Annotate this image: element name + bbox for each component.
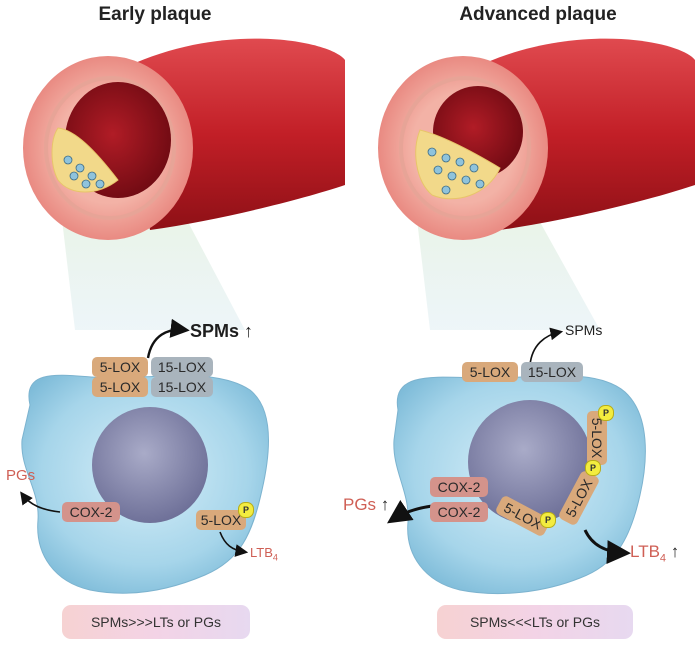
- left-cox2: COX-2: [62, 502, 120, 522]
- left-lox5-phos: 5-LOX: [196, 510, 246, 530]
- left-phosphate-badge: P: [238, 502, 254, 518]
- left-spms-text: SPMs: [190, 321, 240, 341]
- right-summary: SPMs<<<LTs or PGs: [437, 605, 633, 639]
- right-pgs-text: PGs: [343, 495, 377, 514]
- left-lox15-b: 15-LOX: [151, 377, 213, 397]
- left-plaque-cells: [63, 155, 105, 189]
- left-spms-label: SPMs ↑: [190, 322, 253, 340]
- left-ltb-arrow: [219, 531, 249, 557]
- right-artery: [378, 38, 695, 330]
- left-lox5-a: 5-LOX: [92, 357, 148, 377]
- left-summary: SPMs>>>LTs or PGs: [62, 605, 250, 639]
- right-cox2-a: COX-2: [430, 477, 488, 497]
- right-lox15: 15-LOX: [521, 362, 583, 382]
- left-pgs-arrow: [20, 491, 61, 513]
- right-phosphate-badge-2: P: [585, 460, 601, 476]
- right-ltb4-label: LTB4 ↑: [630, 543, 679, 564]
- left-ltb4-sub: 4: [272, 552, 278, 563]
- left-cell: [21, 374, 270, 594]
- right-phosphate-badge-3: P: [598, 405, 614, 421]
- left-lox5-b: 5-LOX: [92, 377, 148, 397]
- right-pgs-arrow: [387, 500, 433, 524]
- right-spms-arrow: [529, 327, 564, 366]
- right-nucleus: [468, 400, 592, 524]
- right-pgs-label: PGs ↑: [343, 496, 389, 513]
- left-plaque: [51, 127, 119, 193]
- left-spms-up-arrow: ↑: [244, 321, 254, 341]
- left-nucleus: [92, 407, 208, 523]
- right-phosphate-badge-1: P: [540, 512, 556, 528]
- right-ltb4-sub: 4: [659, 552, 667, 565]
- left-spms-arrow: [146, 318, 190, 359]
- right-lox5: 5-LOX: [462, 362, 518, 382]
- right-panel-title: Advanced plaque: [459, 4, 617, 25]
- right-plaque-cells: [427, 147, 485, 195]
- left-artery: [23, 38, 345, 330]
- left-vessel-inner-ring: [44, 76, 176, 220]
- right-cox2-b: COX-2: [430, 502, 488, 522]
- right-spms-label: SPMs: [565, 322, 603, 338]
- right-pgs-up-arrow: ↑: [380, 495, 390, 514]
- left-lox15-a: 15-LOX: [151, 357, 213, 377]
- left-panel-title: Early plaque: [98, 4, 212, 25]
- right-vessel-inner-ring: [399, 76, 531, 220]
- left-ltb4-text: LTB: [250, 545, 273, 560]
- left-ltb4-label: LTB4: [250, 546, 278, 563]
- right-ltb4-text: LTB: [630, 542, 660, 561]
- right-ltb4-up-arrow: ↑: [670, 542, 680, 561]
- left-pgs-label: PGs: [6, 467, 36, 484]
- right-ltb-arrow: [583, 529, 631, 565]
